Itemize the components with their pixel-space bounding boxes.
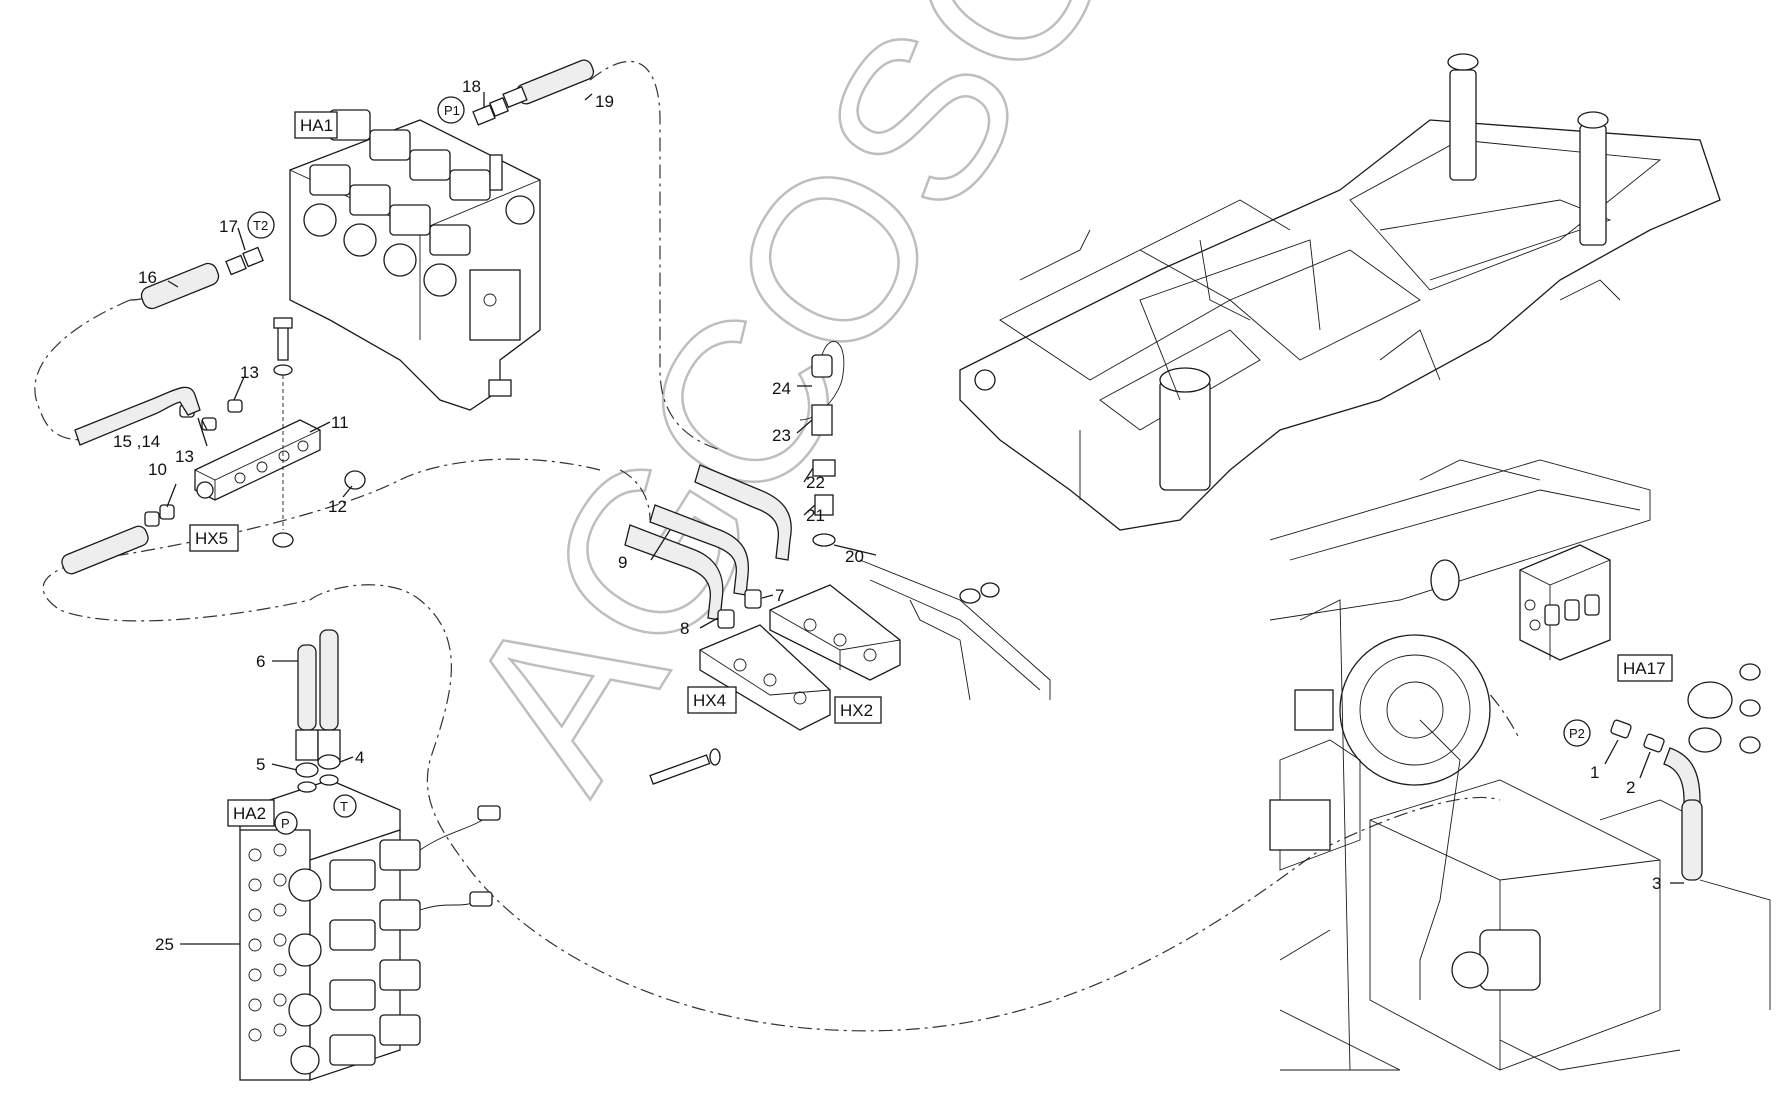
svg-text:HX2: HX2 [840, 701, 873, 720]
svg-text:P2: P2 [1569, 726, 1585, 741]
port-ha2-t: T [333, 794, 357, 818]
hose-16[interactable] [139, 261, 221, 311]
callout-13-lower: 13 [175, 447, 194, 466]
fitting-7-8[interactable] [717, 589, 762, 629]
callout-24: 24 [772, 379, 791, 398]
callout-3: 3 [1652, 874, 1661, 893]
svg-text:T: T [340, 799, 348, 814]
hose-19[interactable] [502, 58, 596, 109]
ha1-label: HA1 [294, 111, 338, 139]
hoses-6[interactable] [295, 629, 341, 761]
bracket-plate [859, 559, 1051, 701]
svg-text:HA1: HA1 [300, 116, 333, 135]
connection-lines [34, 60, 1521, 1032]
callout-numbers: 19 18 17 16 13 15 ,14 13 11 10 12 9 24 2… [113, 77, 1661, 954]
loose-fittings [1687, 663, 1761, 754]
fittings-1-2[interactable] [1610, 719, 1665, 753]
valve-block-ha17[interactable] [1519, 544, 1611, 661]
plug-12[interactable] [344, 470, 366, 490]
bolt-hx4[interactable] [649, 748, 721, 785]
valve-block-ha2[interactable] [239, 779, 501, 1081]
port-t2: T2 [247, 211, 275, 239]
port-p1: P1 [437, 96, 465, 124]
ha17-label: HA17 [1617, 654, 1673, 682]
fitting-10[interactable] [144, 504, 175, 527]
manifold-hx4[interactable] [699, 624, 831, 731]
hx4-label: HX4 [687, 686, 737, 714]
manifold-hx2[interactable] [769, 584, 901, 681]
svg-text:HA17: HA17 [1623, 659, 1666, 678]
ha2-label: HA2 [227, 799, 275, 827]
callout-23: 23 [772, 426, 791, 445]
svg-text:T2: T2 [253, 218, 268, 233]
callout-9: 9 [618, 553, 627, 572]
hose-3[interactable] [1663, 747, 1703, 881]
hx2-label: HX2 [834, 696, 882, 724]
callout-6: 6 [256, 652, 265, 671]
callout-25: 25 [155, 935, 174, 954]
callout-1: 1 [1590, 763, 1599, 782]
callout-13-upper: 13 [240, 363, 259, 382]
engine-pump-area [1269, 459, 1771, 1071]
callout-19: 19 [595, 92, 614, 111]
callout-10: 10 [148, 460, 167, 479]
callout-8: 8 [680, 619, 689, 638]
callout-22: 22 [806, 473, 825, 492]
leader-lines [166, 92, 1684, 945]
hoses-9[interactable] [624, 464, 792, 621]
svg-text:P: P [281, 816, 290, 831]
fitting-18[interactable] [472, 97, 509, 126]
fitting-17[interactable] [225, 246, 264, 276]
callout-2: 2 [1626, 778, 1635, 797]
bolt-hx5[interactable] [272, 317, 294, 548]
callout-18: 18 [462, 77, 481, 96]
valve-block-ha1[interactable] [289, 109, 541, 411]
svg-text:HA2: HA2 [233, 804, 266, 823]
tractor-frame [959, 53, 1721, 531]
callout-12: 12 [328, 497, 347, 516]
port-ha2-p: P [274, 811, 298, 835]
callout-7: 7 [775, 586, 784, 605]
callout-5: 5 [256, 755, 265, 774]
callout-21: 21 [806, 506, 825, 525]
hose-hx5-lower[interactable] [60, 524, 151, 576]
fittings-13-14-15[interactable] [74, 386, 243, 446]
port-p2: P2 [1563, 719, 1591, 747]
callout-4: 4 [355, 748, 364, 767]
callout-20: 20 [845, 547, 864, 566]
svg-text:HX4: HX4 [693, 691, 726, 710]
callout-16: 16 [138, 268, 157, 287]
svg-text:P1: P1 [444, 103, 460, 118]
callout-15-14: 15 ,14 [113, 432, 160, 451]
fittings-20-24[interactable] [799, 341, 845, 547]
manifold-hx5[interactable] [194, 419, 321, 501]
callout-11: 11 [331, 413, 349, 432]
fittings-4-5[interactable] [295, 754, 341, 793]
callout-17: 17 [219, 217, 238, 236]
svg-text:HX5: HX5 [195, 529, 228, 548]
hx5-label: HX5 [189, 524, 239, 552]
